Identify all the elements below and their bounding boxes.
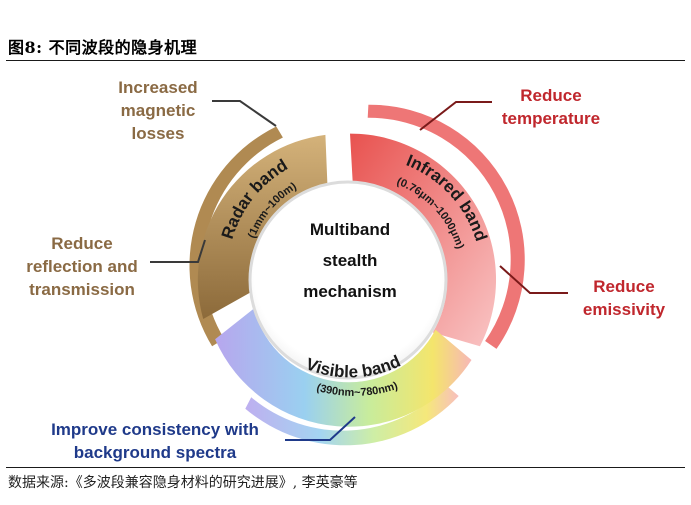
bottom-rule — [6, 467, 685, 468]
temperature-leader-line — [419, 101, 492, 131]
reflection-leader-line — [150, 239, 206, 263]
infrared-segment — [350, 133, 497, 347]
visible-outer-arc — [245, 385, 459, 446]
center-line-2: stealth — [323, 251, 378, 270]
radar-outer-arc — [189, 126, 283, 347]
magnetic-callout-3: losses — [132, 124, 185, 143]
temperature-callout-1: Reduce — [520, 86, 581, 105]
source-note: 数据来源:《多波段兼容隐身材料的研究进展》, 李英豪等 — [8, 475, 358, 491]
emissivity-callout-2: emissivity — [583, 300, 666, 319]
center-line-1: Multiband — [310, 220, 390, 239]
radar-segment — [197, 134, 328, 319]
emissivity-leader-line — [499, 265, 568, 294]
magnetic-callout-1: Increased — [118, 78, 197, 97]
infrared-outer-arc — [367, 104, 525, 349]
magnetic-callout-2: magnetic — [121, 101, 196, 120]
center-line-3: mechanism — [303, 282, 397, 301]
visible-segment — [215, 308, 472, 427]
consistency-leader-line — [285, 416, 356, 441]
consistency-callout-2: background spectra — [74, 443, 237, 462]
reflection-callout-3: transmission — [29, 280, 135, 299]
consistency-callout-1: Improve consistency with — [51, 420, 259, 439]
center-circle — [248, 180, 448, 380]
temperature-callout-2: temperature — [502, 109, 600, 128]
reflection-callout-1: Reduce — [51, 234, 112, 253]
reflection-callout-2: reflection and — [26, 257, 137, 276]
figure-title: 图8: 不同波段的隐身机理 — [8, 38, 198, 57]
magnetic-leader-line — [212, 100, 277, 127]
emissivity-callout-1: Reduce — [593, 277, 654, 296]
top-rule — [6, 60, 685, 61]
